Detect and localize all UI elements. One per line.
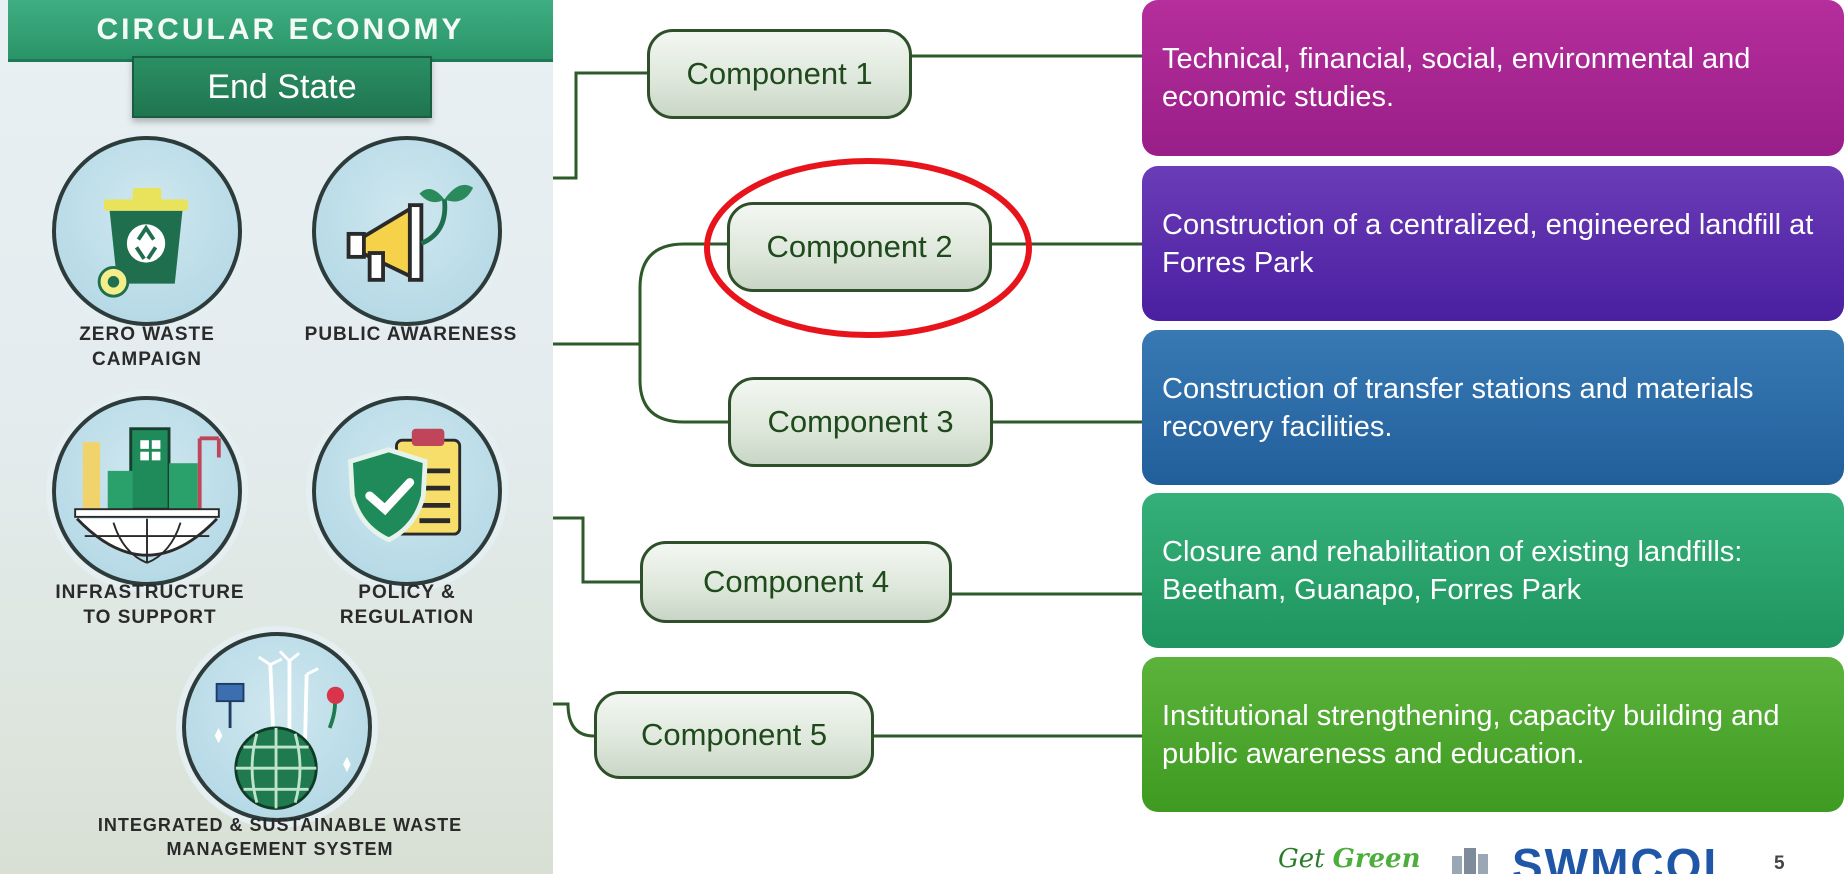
megaphone-sprout-icon bbox=[312, 136, 502, 326]
zero-waste-label: ZERO WASTE CAMPAIGN bbox=[40, 322, 254, 372]
component-3-box[interactable]: Component 3 bbox=[728, 377, 993, 467]
integrated-system-label-line1: INTEGRATED & SUSTAINABLE WASTE bbox=[97, 815, 463, 835]
component-5-box[interactable]: Component 5 bbox=[594, 691, 874, 779]
connector-4-left bbox=[553, 516, 640, 584]
policy-regulation-label: POLICY & REGULATION bbox=[312, 580, 502, 630]
component-4-description-text: Closure and rehabilitation of existing l… bbox=[1162, 535, 1743, 606]
recycling-bin-icon bbox=[52, 136, 242, 326]
component-2-label: Component 2 bbox=[766, 229, 953, 264]
get-green-logo-word2: Green bbox=[1332, 844, 1421, 874]
component-1-description: Technical, financial, social, environmen… bbox=[1142, 0, 1844, 156]
component-4-box[interactable]: Component 4 bbox=[640, 541, 952, 623]
component-1-label: Component 1 bbox=[686, 56, 873, 91]
component-1-description-text: Technical, financial, social, environmen… bbox=[1162, 43, 1751, 113]
zero-waste-label-line2: CAMPAIGN bbox=[91, 349, 203, 370]
component-5-description: Institutional strengthening, capacity bu… bbox=[1142, 657, 1844, 812]
green-globe-icon bbox=[182, 632, 372, 822]
connector-5-left bbox=[553, 702, 595, 738]
public-awareness-label: PUBLIC AWARENESS bbox=[280, 322, 542, 347]
end-state-plaque: End State bbox=[132, 56, 432, 118]
swmcol-logo: SWMCOL bbox=[1512, 839, 1734, 874]
connector-3-branch bbox=[638, 344, 728, 424]
infrastructure-label-line2: TO SUPPORT bbox=[83, 607, 217, 628]
infrastructure-label: INFRASTRUCTURE TO SUPPORT bbox=[30, 580, 270, 630]
building-logo-icon bbox=[1452, 848, 1488, 874]
factory-globe-icon bbox=[52, 396, 242, 586]
connector-2-branch bbox=[638, 242, 727, 344]
shield-checklist-icon bbox=[312, 396, 502, 586]
component-3-label: Component 3 bbox=[767, 404, 954, 439]
component-4-label: Component 4 bbox=[702, 564, 890, 599]
connector-1-left bbox=[553, 71, 647, 180]
circular-economy-panel: CIRCULAR ECONOMY End State ZERO WASTE CA… bbox=[0, 0, 553, 874]
component-2-description: Construction of a centralized, engineere… bbox=[1142, 166, 1844, 321]
page-number: 5 bbox=[1774, 853, 1785, 874]
get-green-logo-word1: Get bbox=[1278, 844, 1325, 874]
component-5-description-text: Institutional strengthening, capacity bu… bbox=[1162, 699, 1780, 770]
zero-waste-label-line1: ZERO WASTE bbox=[79, 324, 215, 345]
integrated-system-label: INTEGRATED & SUSTAINABLE WASTE MANAGEMEN… bbox=[40, 813, 520, 861]
component-1-box[interactable]: Component 1 bbox=[647, 29, 912, 119]
public-awareness-label-line1: PUBLIC AWARENESS bbox=[304, 324, 518, 345]
policy-regulation-label-line1: POLICY & bbox=[358, 582, 456, 603]
integrated-system-label-line2: MANAGEMENT SYSTEM bbox=[166, 839, 394, 859]
circular-economy-banner: CIRCULAR ECONOMY bbox=[8, 0, 553, 62]
policy-regulation-label-line2: REGULATION bbox=[339, 607, 475, 628]
component-3-description: Construction of transfer stations and ma… bbox=[1142, 330, 1844, 485]
component-2-description-text: Construction of a centralized, engineere… bbox=[1162, 208, 1814, 279]
component-5-label: Component 5 bbox=[640, 717, 828, 752]
component-3-description-text: Construction of transfer stations and ma… bbox=[1162, 372, 1754, 443]
infrastructure-label-line1: INFRASTRUCTURE bbox=[55, 582, 245, 603]
component-2-box[interactable]: Component 2 bbox=[727, 202, 992, 292]
component-4-description: Closure and rehabilitation of existing l… bbox=[1142, 493, 1844, 648]
